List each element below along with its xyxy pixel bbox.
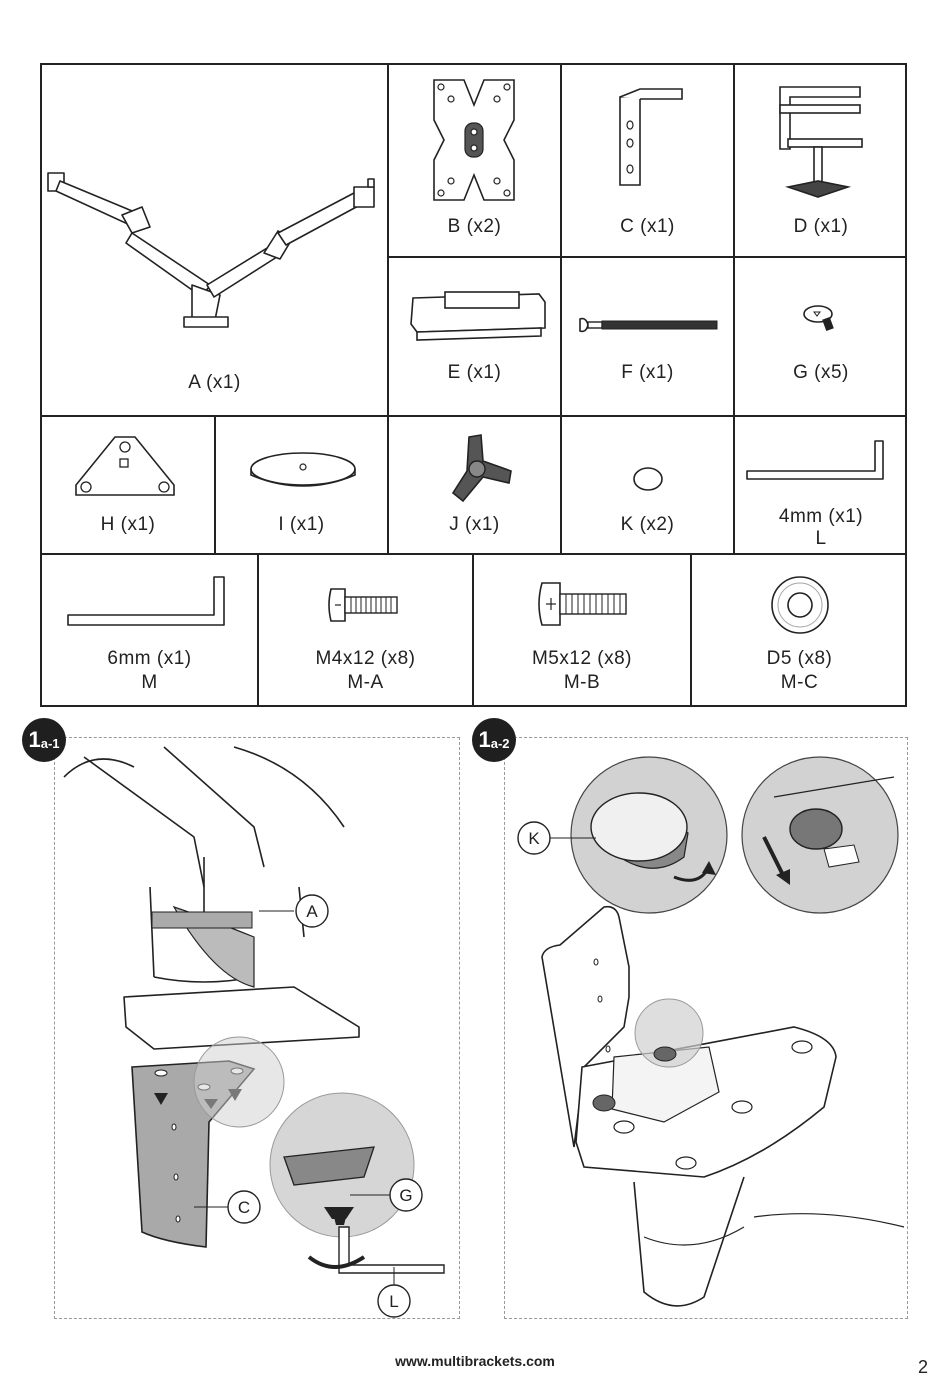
allen-key-6mm-illustration: [64, 571, 234, 631]
part-l-code: L: [735, 527, 907, 550]
callout-g: G: [399, 1186, 412, 1205]
callout-a: A: [306, 902, 318, 921]
dual-monitor-arm-illustration: [42, 135, 387, 335]
part-mb-size: M5x12 (x8): [474, 647, 690, 670]
long-bolt-illustration: [576, 313, 721, 337]
part-ma-size: M4x12 (x8): [259, 647, 472, 670]
part-l-size: 4mm (x1): [735, 505, 907, 528]
part-a-label: A (x1): [42, 371, 387, 394]
oval-washer-illustration: [238, 447, 368, 497]
screw-m4-illustration: [325, 583, 405, 627]
part-mc-code: M-C: [692, 671, 907, 694]
part-g: G (x5): [735, 258, 907, 415]
part-ma-code: M-A: [259, 671, 472, 694]
countersunk-screw-illustration: [800, 300, 844, 336]
part-d: D (x1): [735, 65, 907, 256]
part-f-label: F (x1): [562, 361, 733, 384]
part-g-label: G (x5): [735, 361, 907, 384]
part-mc: D5 (x8) M-C: [692, 555, 907, 707]
part-j: J (x1): [389, 417, 560, 553]
part-h-label: H (x1): [42, 513, 214, 536]
part-m-code: M: [42, 671, 257, 694]
vesa-plate-illustration: [429, 75, 519, 205]
part-mc-size: D5 (x8): [692, 647, 907, 670]
rubber-pad-illustration: [628, 465, 668, 495]
parts-table: A (x1) B (x2) C (x1): [40, 63, 907, 707]
part-e: E (x1): [389, 258, 560, 415]
part-ma: M4x12 (x8) M-A: [259, 555, 472, 707]
part-m-size: 6mm (x1): [42, 647, 257, 670]
part-m: 6mm (x1) M: [42, 555, 257, 707]
part-c: C (x1): [562, 65, 733, 256]
washer-illustration: [768, 573, 832, 637]
step-1a-1-illustration: A C G L: [54, 737, 460, 1319]
l-bracket-illustration: [612, 85, 692, 195]
part-c-label: C (x1): [562, 215, 733, 238]
knob-illustration: [439, 431, 519, 507]
part-l: 4mm (x1) L: [735, 417, 907, 553]
screw-m5-illustration: [536, 579, 632, 629]
triangle-plate-illustration: [70, 433, 180, 503]
part-f: F (x1): [562, 258, 733, 415]
part-e-label: E (x1): [389, 361, 560, 384]
cover-plate-illustration: [407, 288, 547, 348]
callout-c: C: [238, 1198, 250, 1217]
step-1a-2-illustration: K: [504, 737, 908, 1319]
page-number: 2: [918, 1357, 928, 1378]
part-mb-code: M-B: [474, 671, 690, 694]
part-j-label: J (x1): [389, 513, 560, 536]
part-mb: M5x12 (x8) M-B: [474, 555, 690, 707]
part-i-label: I (x1): [216, 513, 387, 536]
desk-clamp-illustration: [770, 77, 880, 202]
part-a: A (x1): [42, 65, 387, 415]
part-i: I (x1): [216, 417, 387, 553]
callout-l: L: [389, 1292, 398, 1311]
part-d-label: D (x1): [735, 215, 907, 238]
part-b: B (x2): [389, 65, 560, 256]
website-url[interactable]: www.multibrackets.com: [0, 1353, 950, 1369]
part-k-label: K (x2): [562, 513, 733, 536]
part-h: H (x1): [42, 417, 214, 553]
allen-key-4mm-illustration: [743, 437, 893, 491]
part-k: K (x2): [562, 417, 733, 553]
callout-k: K: [528, 829, 540, 848]
part-b-label: B (x2): [389, 215, 560, 238]
